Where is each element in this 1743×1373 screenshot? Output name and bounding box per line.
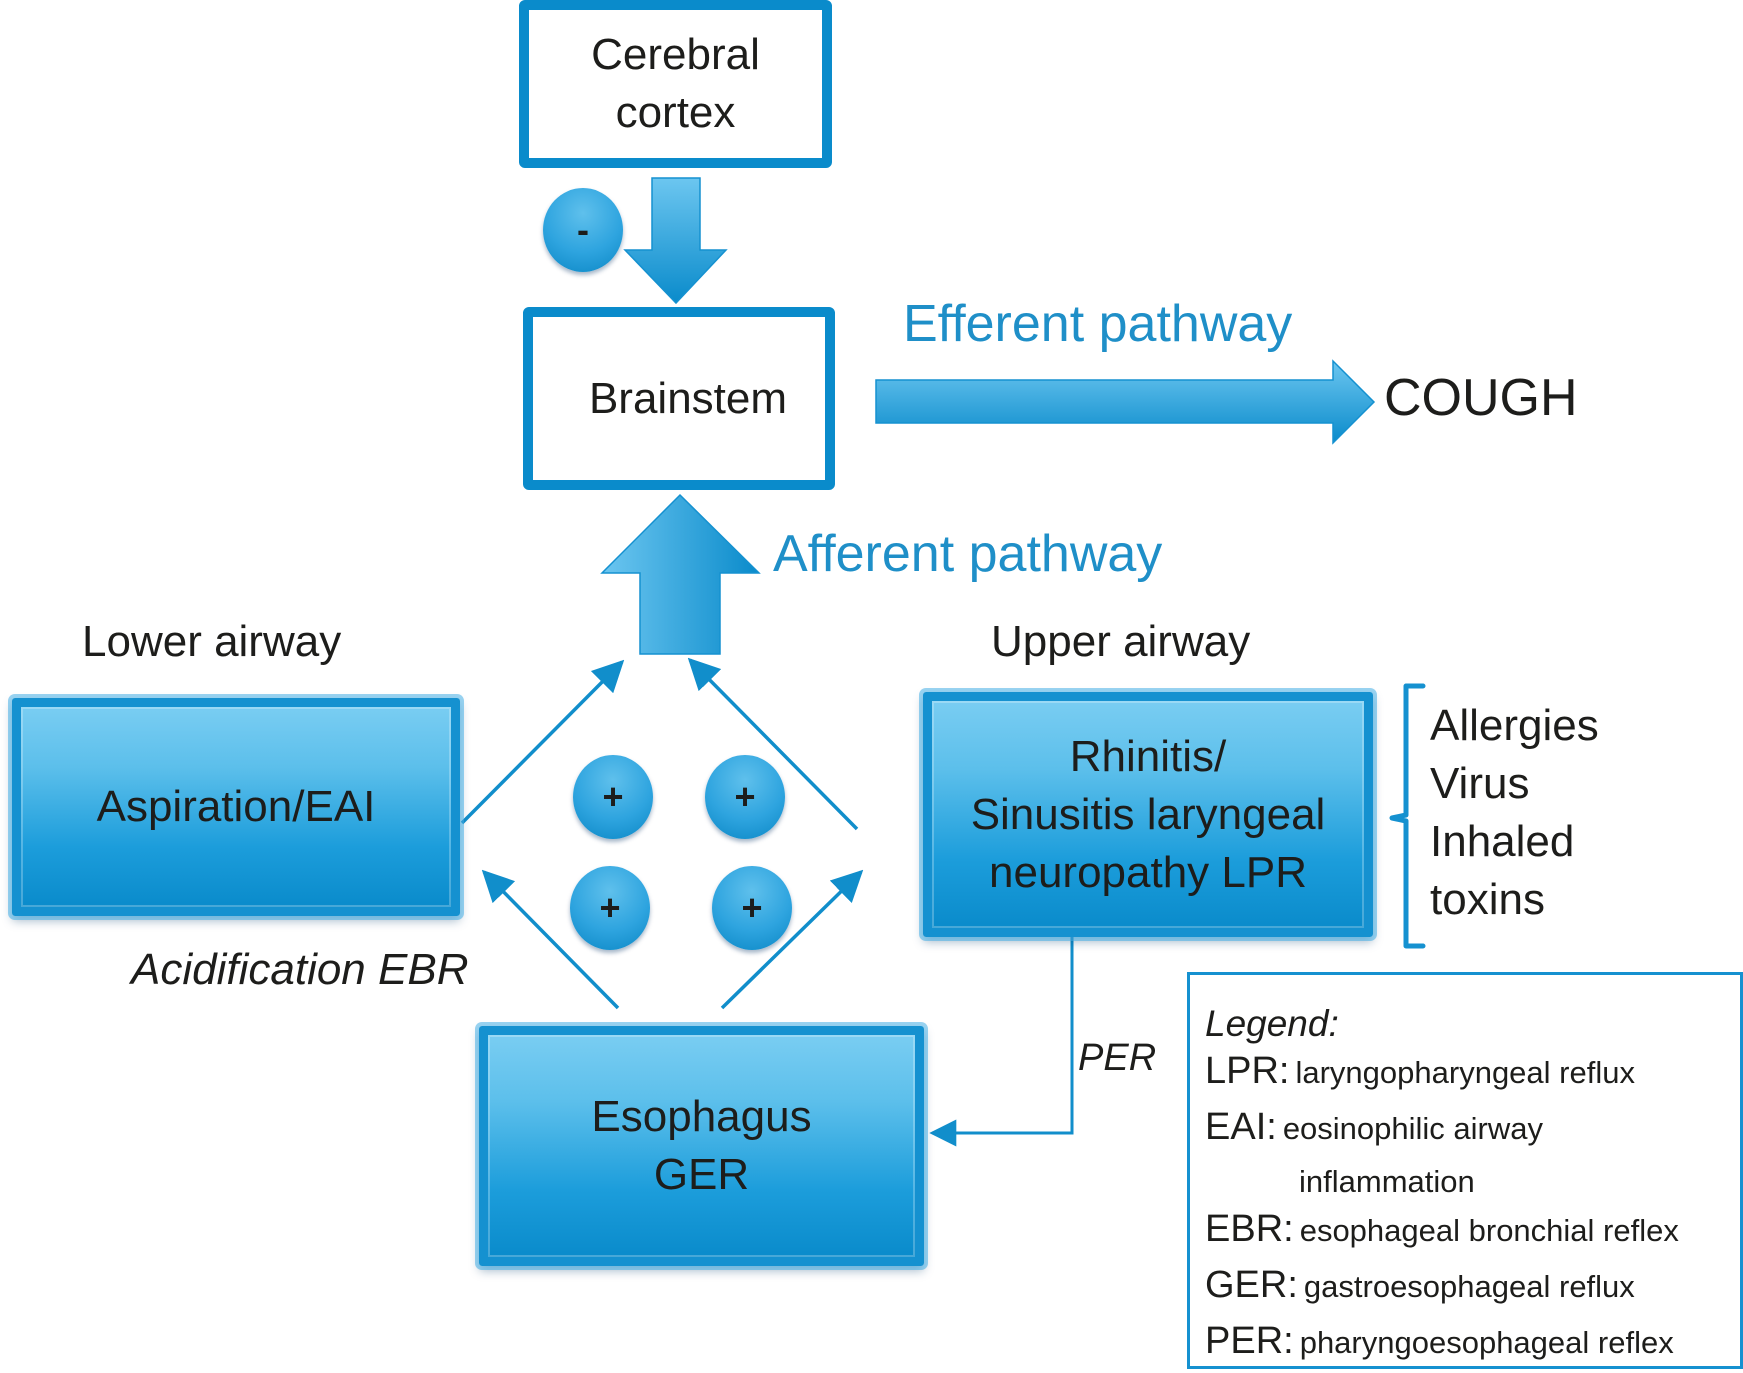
excitatory-sign: + <box>570 866 650 950</box>
legend-box: Legend: LPR:laryngopharyngeal reflux EAI… <box>1187 972 1743 1369</box>
esophagus-label: Esophagus GER <box>591 1092 812 1199</box>
trigger-item: toxins <box>1430 875 1545 924</box>
cough-label: COUGH <box>1384 369 1578 427</box>
aspiration-label: Aspiration/EAI <box>96 782 376 831</box>
legend-abbr: PER: <box>1205 1320 1294 1362</box>
rhinitis-label: Rhinitis/ Sinusitis laryngeal neuropathy… <box>970 731 1326 897</box>
legend-definition: eosinophilic airway <box>1282 1111 1543 1146</box>
excitatory-sign: + <box>573 755 653 839</box>
lower-airway-label: Lower airway <box>82 617 342 666</box>
legend-entry: LPR:laryngopharyngeal reflux <box>1205 1047 1740 1103</box>
cerebral-cortex-label: Cerebral cortex <box>591 30 760 137</box>
legend-entry: EBR:esophageal bronchial reflex <box>1205 1205 1740 1261</box>
legend-abbr: LPR: <box>1205 1050 1290 1092</box>
upper-airway-label: Upper airway <box>991 617 1251 666</box>
legend-abbr: EBR: <box>1205 1208 1294 1250</box>
legend-definition-continuation: inflammation <box>1299 1164 1475 1199</box>
plus-icon: + <box>741 887 763 928</box>
legend-entry: GER:gastroesophageal reflux <box>1205 1261 1740 1317</box>
triggers-list: Allergies Virus Inhaled toxins <box>1430 697 1599 929</box>
inhibition-down-arrow <box>623 177 728 305</box>
trigger-item: Allergies <box>1430 701 1599 750</box>
afferent-pathway-label: Afferent pathway <box>773 525 1163 583</box>
rhinitis-to-brainstem-arrow <box>687 657 859 831</box>
brainstem-label: Brainstem <box>588 373 788 423</box>
legend-definition: laryngopharyngeal reflux <box>1295 1055 1635 1090</box>
esophagus-to-aspiration-arrow <box>481 869 620 1010</box>
legend-title: Legend: <box>1205 1003 1339 1044</box>
aspiration-box: Aspiration/EAI <box>12 698 460 916</box>
per-label: PER <box>1078 1037 1157 1079</box>
excitatory-sign: + <box>712 866 792 950</box>
legend-entry: EAI:eosinophilic airway <box>1205 1103 1740 1159</box>
cerebral-cortex-box: Cerebral cortex <box>519 0 832 168</box>
trigger-item: Inhaled <box>1430 817 1575 866</box>
legend-abbr: EAI: <box>1205 1106 1277 1148</box>
efferent-arrow <box>875 359 1376 445</box>
legend-abbr: GER: <box>1205 1264 1298 1306</box>
aspiration-to-brainstem-arrow <box>460 659 625 825</box>
esophagus-to-rhinitis-arrow <box>720 869 864 1010</box>
legend-definition: gastroesophageal reflux <box>1303 1269 1635 1304</box>
afferent-up-arrow <box>600 493 761 655</box>
plus-icon: + <box>602 776 624 817</box>
minus-icon: - <box>577 209 589 250</box>
plus-icon: + <box>734 776 756 817</box>
trigger-item: Virus <box>1430 759 1530 808</box>
rhinitis-box: Rhinitis/ Sinusitis laryngeal neuropathy… <box>923 692 1373 937</box>
plus-icon: + <box>599 887 621 928</box>
per-connector-arrow <box>929 934 1074 1147</box>
legend-definition: esophageal bronchial reflex <box>1299 1213 1679 1248</box>
acidification-ebr-label: Acidification EBR <box>131 945 469 994</box>
legend-definition: pharyngoesophageal reflex <box>1299 1325 1674 1360</box>
efferent-pathway-label: Efferent pathway <box>903 295 1293 353</box>
excitatory-sign: + <box>705 755 785 839</box>
brainstem-box: Brainstem <box>523 307 835 490</box>
triggers-bracket <box>1389 683 1426 949</box>
inhibitory-sign: - <box>543 188 623 272</box>
legend-entry: PER:pharyngoesophageal reflex <box>1205 1317 1740 1373</box>
esophagus-box: Esophagus GER <box>479 1026 924 1266</box>
